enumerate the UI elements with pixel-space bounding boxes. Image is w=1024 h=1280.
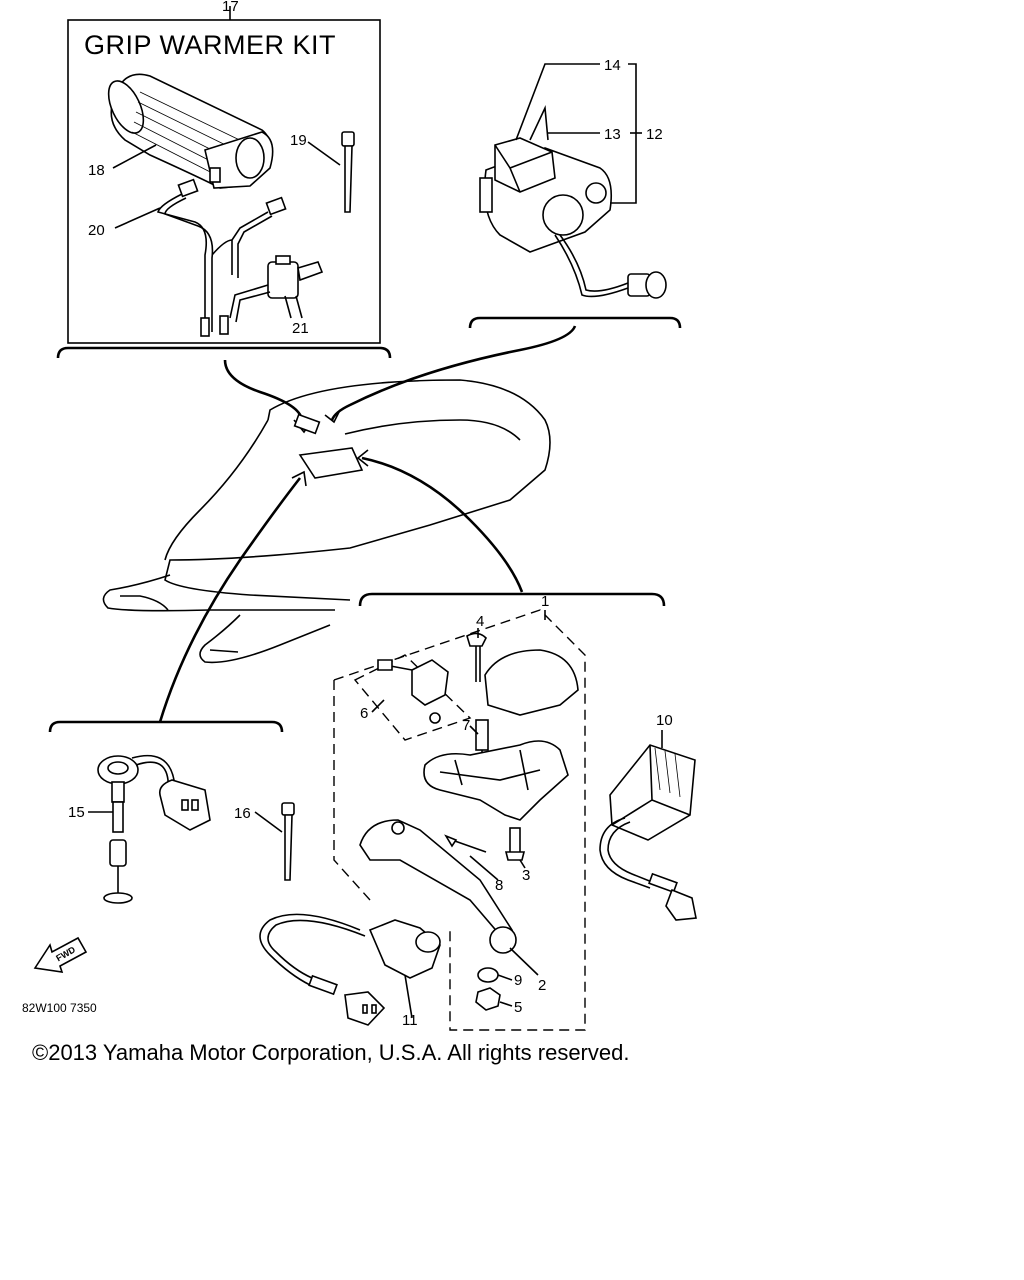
sensor-kit-group: [48, 720, 295, 904]
callout-13: 13: [604, 126, 621, 143]
sensor-bracket: [48, 720, 284, 733]
callout-15: 15: [68, 804, 85, 821]
callout-2: 2: [538, 977, 546, 994]
grip-heater-drawing: [107, 73, 274, 189]
handlebar-switch-group: [468, 63, 682, 329]
wire-harness-drawing: [157, 178, 287, 337]
drawing-code: 82W100 7350: [22, 1001, 97, 1015]
kit-bracket: [56, 346, 392, 359]
callout-18: 18: [88, 162, 105, 179]
parts-diagram: GRIP WARMER KIT: [22, 0, 697, 1031]
kit-title: GRIP WARMER KIT: [84, 30, 336, 60]
forward-arrow-icon: FWD: [33, 936, 88, 973]
callout-6: 6: [360, 705, 368, 722]
callout-20: 20: [88, 222, 105, 239]
throttle-assembly-group: [259, 592, 666, 1031]
callout-17: 17: [222, 0, 239, 15]
switch-bracket: [468, 316, 682, 329]
grip-warmer-kit-group: GRIP WARMER KIT: [56, 6, 392, 359]
toggle-switch-drawing: [229, 255, 324, 323]
kit-border: [67, 19, 381, 344]
callout-11: 11: [402, 1012, 418, 1029]
control-unit-drawing: [599, 730, 697, 921]
throttle-bracket: [358, 592, 666, 607]
cable-strap-drawing: [341, 131, 355, 213]
callout-16: 16: [234, 805, 251, 822]
callout-12: 12: [646, 126, 663, 143]
callout-4: 4: [476, 613, 484, 630]
callout-21: 21: [292, 320, 309, 337]
callout-1: 1: [541, 593, 549, 610]
callout-5: 5: [514, 999, 522, 1016]
snowmobile-outline: [102, 379, 551, 664]
callout-10: 10: [656, 712, 673, 729]
callout-7: 7: [462, 717, 470, 734]
callout-19: 19: [290, 132, 307, 149]
callout-9: 9: [514, 972, 522, 989]
callout-3: 3: [522, 867, 530, 884]
callout-14: 14: [604, 57, 621, 74]
copyright-notice: ©2013 Yamaha Motor Corporation, U.S.A. A…: [32, 1040, 630, 1065]
callout-8: 8: [495, 877, 503, 894]
